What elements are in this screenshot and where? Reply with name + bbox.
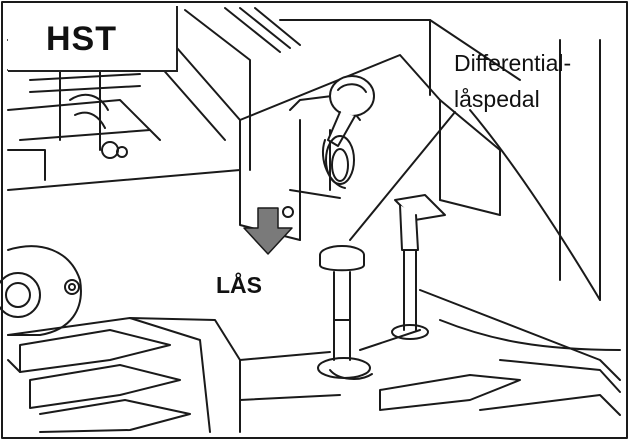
title-label: HST [46,20,117,58]
lock-label: LÅS [216,272,262,298]
callout-label-line-1: Differential- [454,50,572,76]
console-panel [239,19,521,241]
differential-lock-pedal [317,245,373,380]
cabin-pillars [429,19,601,301]
steering-base [0,245,82,336]
lever-rod [391,194,446,340]
gear-lever [325,75,375,185]
floor-mat [7,289,621,433]
callout-leader-line [349,111,456,241]
title-box: HST [8,6,178,72]
down-arrow-icon [243,207,293,255]
callout-label-line-2: låspedal [454,86,540,112]
